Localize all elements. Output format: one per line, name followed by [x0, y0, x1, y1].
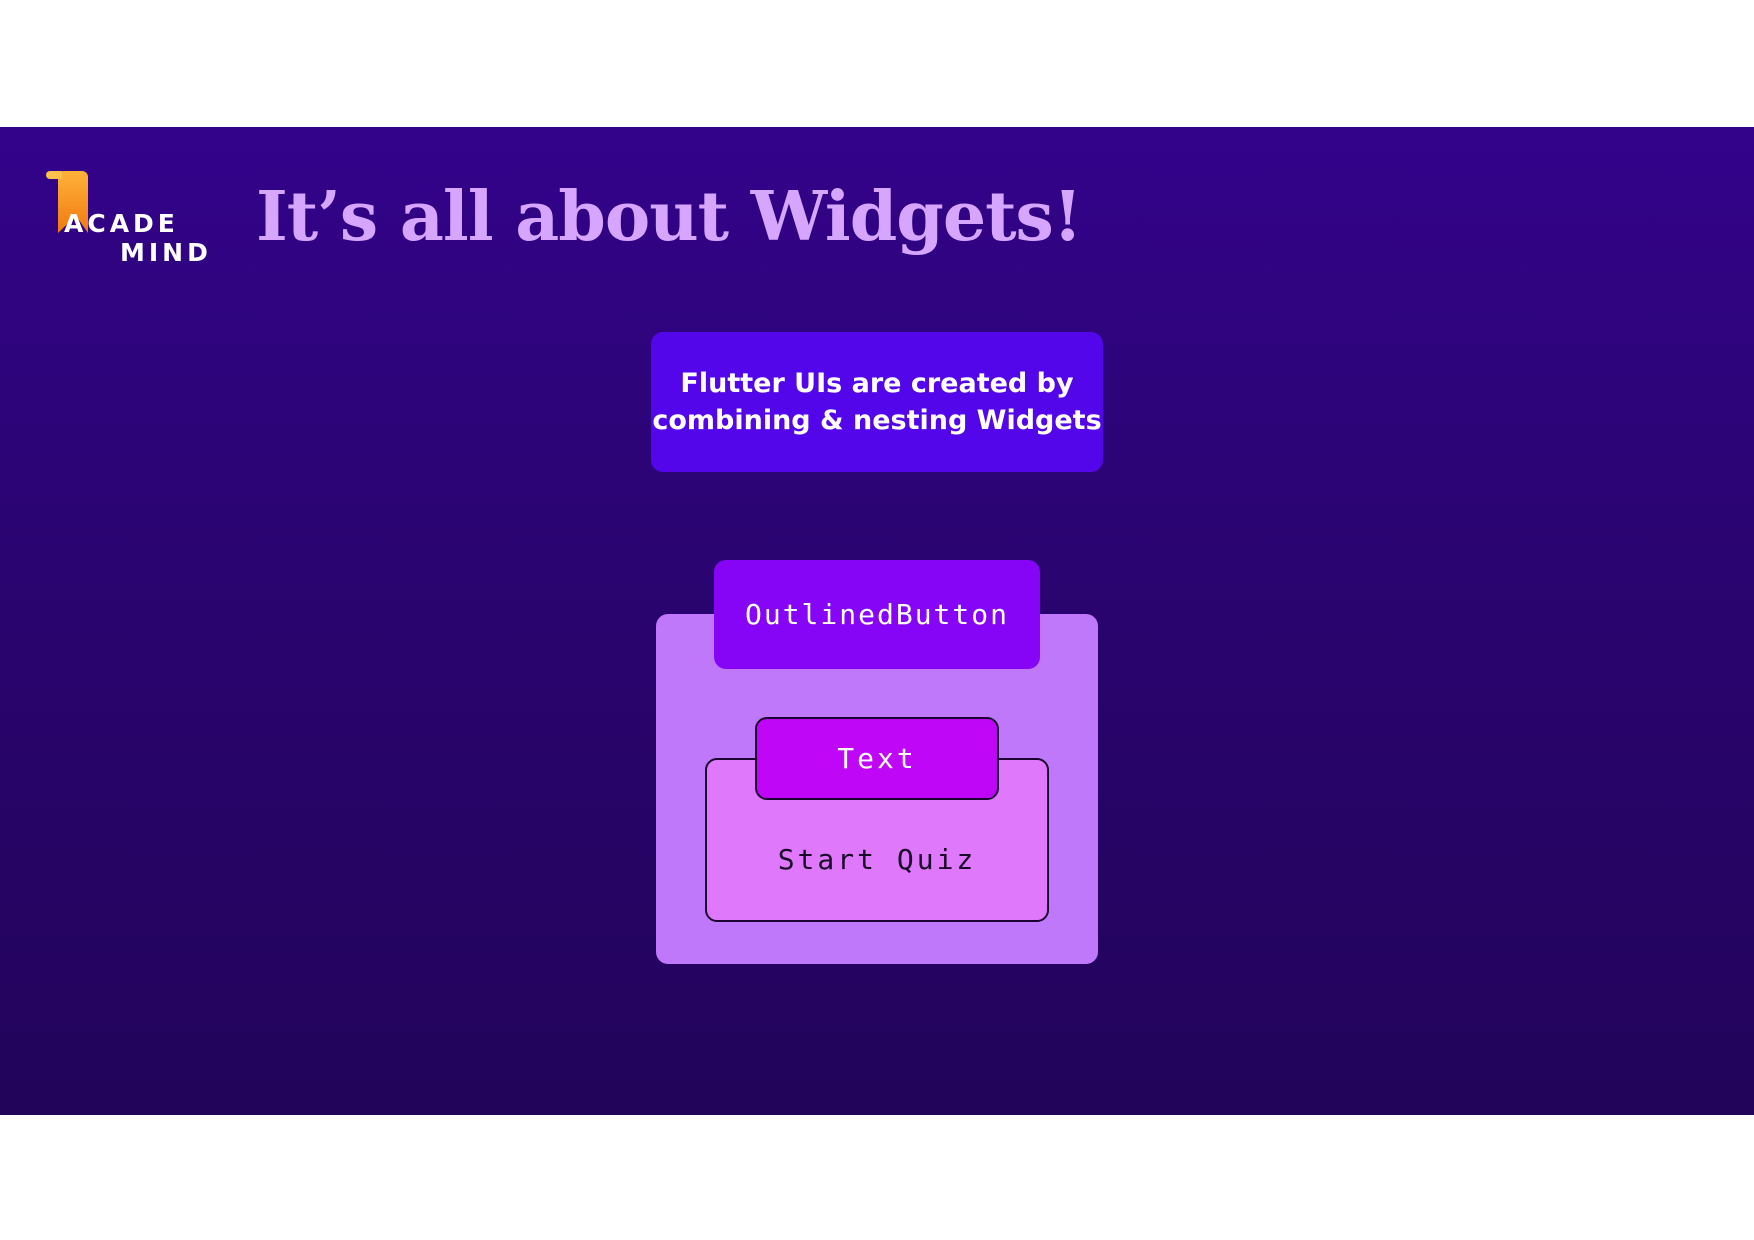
callout-line-1: Flutter UIs are created by — [680, 368, 1074, 399]
logo-text-line1: ACADE — [64, 209, 179, 238]
logo-text-line2: MIND — [120, 238, 212, 267]
callout-box: Flutter UIs are created by combining & n… — [651, 332, 1103, 472]
academind-logo: ACADE MIND — [44, 171, 214, 271]
text-widget-label: Text — [755, 717, 999, 800]
logo-bookmark-tip — [46, 171, 62, 179]
outlined-button-widget-label: OutlinedButton — [714, 560, 1040, 669]
callout-text: Flutter UIs are created by combining & n… — [652, 365, 1101, 439]
slide-title: It’s all about Widgets! — [256, 177, 1083, 257]
callout-line-2: combining & nesting Widgets — [652, 405, 1102, 436]
slide: ACADE MIND It’s all about Widgets! Flutt… — [0, 127, 1754, 1115]
